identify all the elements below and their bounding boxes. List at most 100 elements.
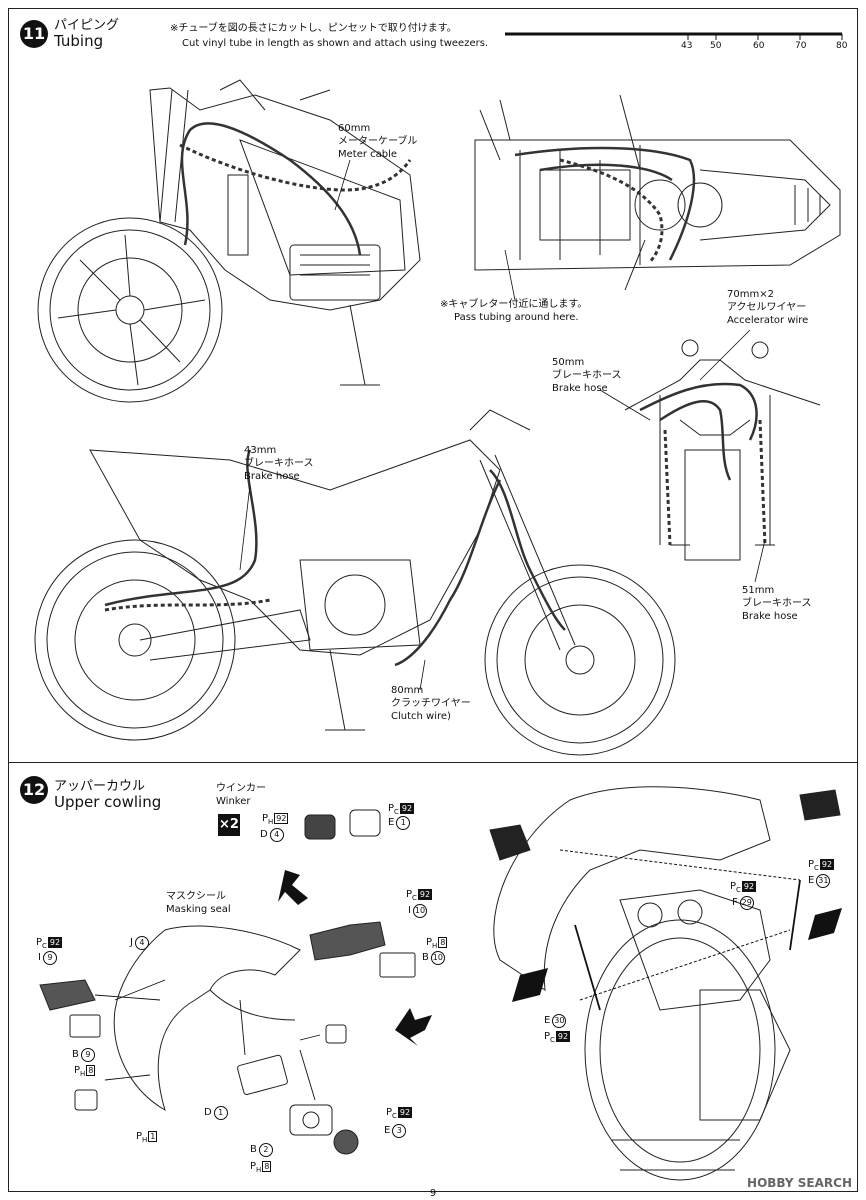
brake50-length: 50mm — [552, 357, 585, 368]
brake50-en: Brake hose — [552, 383, 608, 394]
mask-en: Masking seal — [166, 904, 231, 915]
scale-tick-label: 43 — [681, 41, 693, 51]
part-number: 10 — [412, 904, 427, 918]
scale-tick-label: 60 — [753, 41, 765, 51]
page-frame — [8, 8, 858, 1192]
cowling-sketch — [39, 809, 416, 1155]
step-11-note-en: Cut vinyl tube in length as shown and at… — [182, 38, 489, 49]
accel-length: 70mm×2 — [727, 289, 774, 300]
side-view-sketch — [34, 409, 676, 756]
brake-hose-43-label: 43mm ブレーキホース Brake hose — [244, 444, 314, 483]
bike-cowling-sketch — [489, 786, 841, 1181]
top-view-sketch — [474, 94, 841, 291]
brake50-ja: ブレーキホース — [552, 370, 622, 381]
accel-ja: アクセルワイヤー — [727, 302, 807, 313]
part-number: 4 — [269, 828, 284, 842]
brake51-length: 51mm — [742, 585, 775, 596]
step-11-number: 11 — [20, 20, 48, 48]
step-12-title-ja: アッパーカウル — [54, 779, 146, 794]
winker-label: ウインカー Winker — [216, 782, 266, 808]
part-letter: B — [250, 1144, 257, 1155]
meter-length: 60mm — [338, 123, 371, 134]
watermark: HOBBY SEARCH — [747, 1176, 852, 1190]
direction-arrows — [278, 870, 432, 1046]
part-number: 10 — [430, 951, 445, 965]
runner-number: 92 — [741, 881, 757, 892]
runner-number: 92 — [47, 937, 63, 948]
glue-icons — [512, 908, 842, 1002]
scale-tick-label: 50 — [710, 41, 722, 51]
masking-seal-label: マスクシール Masking seal — [166, 890, 231, 916]
part-letter: E — [544, 1015, 551, 1026]
part-letter: D — [204, 1107, 212, 1118]
runner-number: 92 — [819, 859, 835, 870]
part-number: 9 — [80, 1048, 95, 1062]
side-view-tubes — [104, 449, 566, 667]
page-number: 9 — [429, 1188, 437, 1199]
part-letter: I — [408, 905, 411, 916]
step-12-title-en: Upper cowling — [54, 793, 162, 811]
scale-tick-label: 80 — [836, 41, 848, 51]
step-12-number: 12 — [20, 776, 48, 804]
part-letter: I — [38, 952, 41, 963]
part-letter: E — [808, 875, 815, 886]
brake51-ja: ブレーキホース — [742, 598, 812, 609]
part-number: 2 — [258, 1143, 273, 1157]
winker-en: Winker — [216, 796, 251, 807]
brake-hose-51-label: 51mm ブレーキホース Brake hose — [742, 584, 812, 623]
runner-number: 8 — [262, 1161, 272, 1172]
part-number: 4 — [134, 936, 149, 950]
mirror-stays — [574, 879, 801, 1011]
clutch-ja: クラッチワイヤー — [391, 698, 471, 709]
brake-hose-50-label: 50mm ブレーキホース Brake hose — [552, 356, 622, 395]
brake51-en: Brake hose — [742, 611, 798, 622]
accel-en: Accelerator wire — [727, 315, 809, 326]
part-letter: B — [422, 952, 429, 963]
times-two-badge: ×2 — [218, 814, 240, 836]
winker-ja: ウインカー — [216, 783, 266, 794]
part-number: 29 — [739, 896, 754, 910]
meter-cable-label: 60mm メーターケーブル Meter cable — [338, 122, 417, 161]
part-letter: F — [732, 897, 738, 908]
part-number: 31 — [816, 874, 831, 888]
clutch-en: Clutch wire) — [391, 711, 451, 722]
runner-number: 92 — [555, 1031, 571, 1042]
accelerator-wire-label: 70mm×2 アクセルワイヤー Accelerator wire — [727, 288, 808, 327]
step-11-title-ja: パイピング — [54, 18, 120, 33]
brake43-en: Brake hose — [244, 471, 300, 482]
part-letter: E — [384, 1125, 391, 1136]
meter-en: Meter cable — [338, 149, 398, 160]
scale-tick-label: 70 — [795, 41, 807, 51]
step-divider — [8, 762, 858, 763]
meter-cable-line — [180, 122, 362, 256]
part-number: 9 — [42, 951, 57, 965]
part-letter: B — [72, 1049, 79, 1060]
carb-ja: ※キャブレター付近に通します。 — [440, 299, 588, 310]
part-number: 30 — [552, 1014, 567, 1028]
runner-number: 8 — [86, 1065, 96, 1076]
runner-number: 92 — [417, 889, 433, 900]
part-letter: D — [260, 829, 268, 840]
part-number: 3 — [392, 1124, 407, 1138]
brake43-ja: ブレーキホース — [244, 458, 314, 469]
